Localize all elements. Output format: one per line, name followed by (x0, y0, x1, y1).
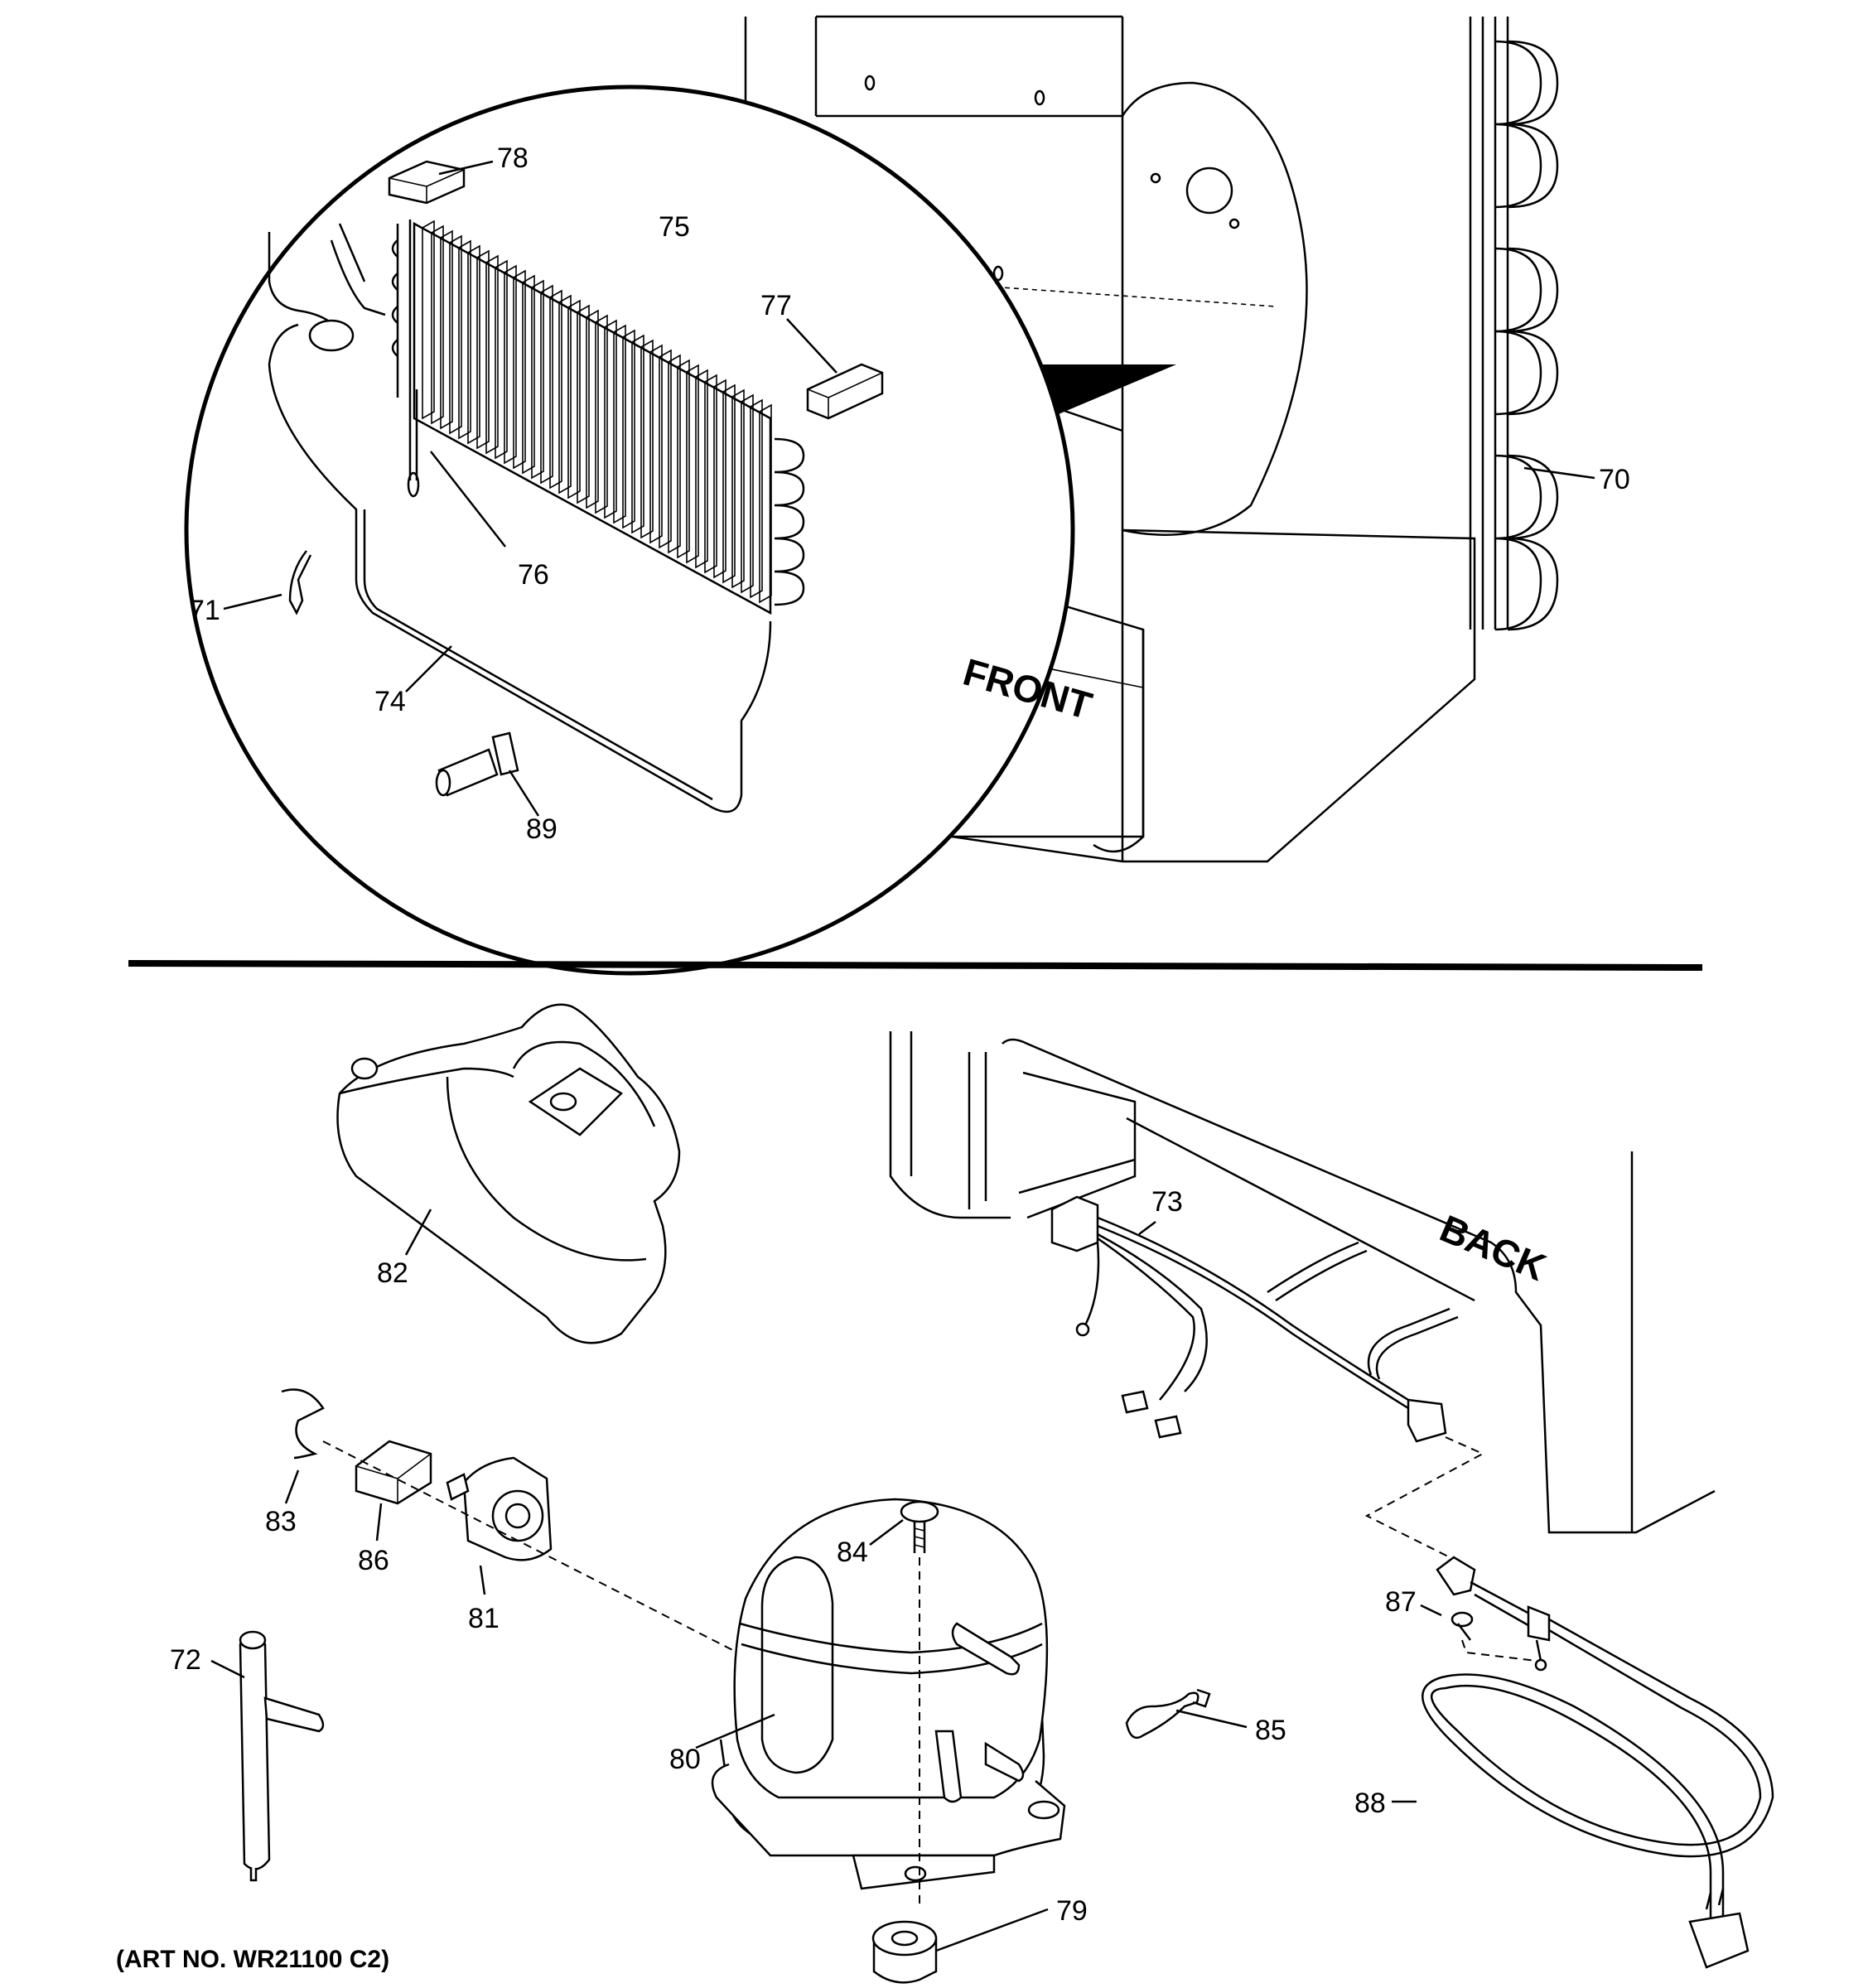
evaporator-fin (722, 384, 736, 584)
evaporator-fin (586, 309, 599, 509)
callout-72: 72 (170, 1644, 201, 1676)
harness-connection-dash (1364, 1436, 1485, 1558)
callout-75: 75 (659, 211, 690, 243)
plug-part-89 (435, 731, 540, 817)
callout-81: 81 (468, 1603, 500, 1634)
evaporator-fin (440, 229, 453, 430)
relay-part-86 (355, 1440, 432, 1542)
drier-part-72 (210, 1630, 325, 1882)
callout-74: 74 (374, 686, 406, 717)
callout-78: 78 (497, 142, 529, 174)
evaporator-fin (622, 329, 635, 529)
evaporator-fin (549, 289, 562, 490)
callout-numbers: 70 71 72 73 74 75 76 77 78 79 80 81 82 8… (170, 142, 1630, 1927)
evaporator-fin (713, 379, 726, 579)
callout-88: 88 (1354, 1788, 1386, 1819)
evaporator-fin (640, 339, 654, 539)
assembly-dash (322, 1440, 746, 1657)
callout-71: 71 (189, 595, 220, 626)
evaporator-fin (458, 239, 471, 440)
art-number: (ART NO. WR21100 C2) (116, 1946, 389, 1973)
callout-83: 83 (265, 1506, 297, 1537)
evaporator-fin (649, 344, 663, 544)
evaporator-fin (476, 249, 490, 450)
evaporator-fin (695, 369, 708, 569)
evaporator-fin (540, 284, 553, 485)
clip-part-85 (1125, 1688, 1248, 1740)
callout-80: 80 (669, 1744, 701, 1775)
grommet-part-79 (871, 1908, 1049, 1984)
evaporator-fin (731, 388, 745, 589)
evaporator-fin (659, 349, 672, 549)
evaporator-fin (604, 319, 617, 519)
evaporator-fin (522, 274, 535, 475)
evaporator-fin (467, 244, 480, 445)
evaporator-fin (431, 224, 444, 425)
callout-85: 85 (1255, 1715, 1286, 1746)
evaporator-fin (558, 294, 572, 495)
evaporator-fin (422, 220, 435, 420)
evaporator-fin (513, 269, 526, 470)
callout-79: 79 (1056, 1895, 1088, 1927)
clip-part-71 (223, 550, 312, 615)
evaporator-fin (668, 354, 681, 554)
evaporator-fin (750, 398, 763, 599)
evaporator-fin (504, 264, 517, 465)
spring-clip-part-83 (281, 1388, 325, 1504)
drain-pan-part-82 (336, 1003, 681, 1344)
condenser-part-70 (1469, 17, 1595, 631)
compressor-part-80 (695, 1498, 1066, 1890)
evaporator-fin (704, 374, 717, 574)
insulation-block-78 (388, 160, 494, 205)
detail-magnifier (184, 84, 1176, 976)
callout-73: 73 (1151, 1186, 1183, 1218)
wire-harness-part-73 (1050, 1195, 1459, 1443)
callout-76: 76 (518, 559, 549, 591)
section-divider (128, 960, 1703, 971)
evaporator-fin (677, 359, 690, 559)
overload-part-81 (446, 1456, 553, 1595)
back-label: BACK (1434, 1206, 1552, 1289)
evaporator-fin (741, 393, 754, 594)
evaporator-fin (631, 334, 644, 534)
callout-77: 77 (760, 290, 792, 321)
evaporator-fin (485, 254, 499, 455)
insulation-block-77 (786, 318, 884, 420)
bolt-part-84 (869, 1500, 939, 1905)
callout-89: 89 (526, 813, 558, 845)
callout-70: 70 (1599, 464, 1630, 495)
evaporator-fin (595, 314, 608, 514)
screw-part-87 (1420, 1604, 1537, 1662)
cabinet-lower (889, 1031, 1716, 1534)
evaporator-fin (495, 259, 508, 460)
evaporator-fin (577, 304, 590, 504)
defrost-harness (268, 223, 772, 813)
evaporator-fin (567, 299, 581, 499)
evaporator-fin (613, 324, 626, 524)
evaporator-fin (686, 364, 699, 564)
callout-87: 87 (1385, 1586, 1417, 1618)
leader-74 (405, 645, 452, 692)
power-cord-part-88 (1392, 1556, 1774, 1969)
evaporator-fin (449, 234, 462, 435)
callout-86: 86 (358, 1545, 389, 1576)
callout-84: 84 (837, 1537, 868, 1568)
callout-82: 82 (377, 1257, 408, 1289)
evaporator-fin (531, 279, 544, 480)
evaporator-part-75 (391, 220, 805, 615)
